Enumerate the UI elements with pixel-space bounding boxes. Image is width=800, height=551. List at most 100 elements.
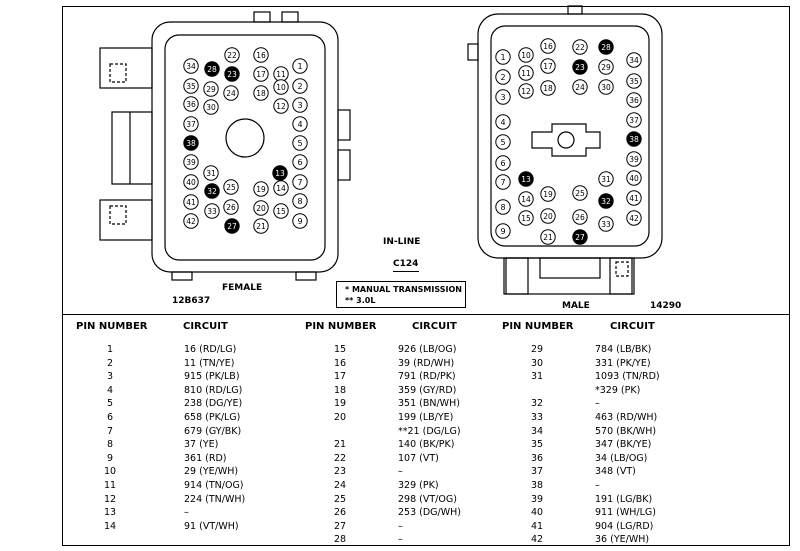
table-cell-pin: 20 — [333, 412, 347, 423]
pin-number-label: 34 — [629, 56, 639, 65]
pin-cavity — [540, 186, 556, 202]
table-cell-pin: 25 — [333, 493, 347, 505]
table-cell-pin: 27 — [333, 520, 347, 532]
pin-number-label: 18 — [543, 84, 553, 93]
pin-number-label: 9 — [500, 227, 505, 236]
pin-number-label: 31 — [206, 169, 216, 178]
pin-cavity — [626, 190, 642, 206]
table-cell-pin: 37 — [530, 466, 544, 478]
table-cell-pin: 2 — [106, 357, 114, 369]
pin-cavity — [540, 80, 556, 96]
pin-number-label: 33 — [207, 207, 217, 216]
pin-cavity — [253, 47, 269, 63]
pin-cavity — [183, 96, 199, 112]
pin-cavity — [626, 210, 642, 226]
table-cell-pin: 4 — [106, 384, 114, 396]
pin-number-label: 37 — [186, 120, 196, 129]
pin-number-label: 10 — [521, 51, 531, 60]
pin-cavity — [540, 229, 556, 245]
pin-number-label: 33 — [601, 220, 611, 229]
table-cell-pin: 17 — [333, 371, 347, 383]
header-pin-number-2: PIN NUMBER — [305, 321, 377, 332]
table-cell-circuit: **21 (DG/LG) — [398, 425, 461, 437]
table-cell-circuit: 298 (VT/OG) — [398, 493, 457, 505]
pin-cavity — [495, 69, 511, 85]
pin-cavity — [273, 180, 289, 196]
pin-cavity — [495, 223, 511, 239]
table-cell-circuit: 29 (YE/WH) — [184, 466, 239, 478]
header-circuit-1: CIRCUIT — [183, 321, 228, 332]
pin-number-label: 35 — [186, 82, 196, 91]
pin-number-label: 11 — [276, 70, 286, 79]
pin-cavity — [598, 216, 614, 232]
pin-cavity — [292, 78, 308, 94]
pin-cavity — [540, 208, 556, 224]
table-cell-pin: 16 — [333, 357, 347, 369]
pin-cavity — [183, 194, 199, 210]
table-cell-pin: 6 — [106, 412, 114, 423]
pin-cavity — [495, 114, 511, 130]
pin-number-label: 16 — [256, 51, 266, 60]
pin-number-label: 21 — [256, 222, 266, 231]
pin-number-label: 26 — [226, 203, 236, 212]
pin-cavity — [204, 203, 220, 219]
pin-cavity — [223, 199, 239, 215]
table-cell-circuit: 16 (RD/LG) — [184, 344, 237, 355]
pin-cavity — [292, 58, 308, 74]
table-cell-pin: 1 — [106, 344, 114, 355]
pin-number-label: 39 — [629, 155, 639, 164]
table-cell-pin: 24 — [333, 480, 347, 491]
header-circuit-3: CIRCUIT — [610, 321, 655, 332]
pin-number-label: 5 — [297, 139, 302, 148]
table-cell-pin: 9 — [106, 452, 114, 464]
female-part-number: 12B637 — [172, 296, 211, 306]
pin-cavity — [518, 210, 534, 226]
pin-number-label: 8 — [500, 203, 505, 212]
pin-number-label: 7 — [500, 178, 505, 187]
table-cell-pin: 19 — [333, 398, 347, 410]
pin-cavity — [495, 155, 511, 171]
pin-number-label: 40 — [186, 178, 196, 187]
pin-cavity — [183, 58, 199, 74]
pin-cavity — [572, 39, 588, 55]
pin-cavity — [203, 99, 219, 115]
table-cell-pin: 42 — [530, 534, 544, 546]
table-cell-circuit: 238 (DG/YE) — [184, 398, 243, 410]
table-cell-pin: 26 — [333, 507, 347, 519]
male-part-number: 14290 — [650, 301, 682, 311]
table-cell-circuit: 191 (LG/BK) — [595, 493, 653, 505]
pin-cavity — [292, 174, 308, 190]
header-circuit-2: CIRCUIT — [412, 321, 457, 332]
pin-cavity — [626, 73, 642, 89]
table-cell-pin: 8 — [106, 439, 114, 451]
table-cell-pin: 40 — [530, 507, 544, 519]
connector-id-underline — [393, 271, 419, 272]
table-divider — [62, 314, 790, 315]
pin-cavity — [273, 98, 289, 114]
pin-cavity — [572, 209, 588, 225]
pin-cavity-filled — [204, 61, 220, 77]
pin-cavity — [598, 79, 614, 95]
pin-cavity — [253, 66, 269, 82]
table-cell-circuit: 679 (GY/BK) — [184, 425, 242, 437]
table-cell-pin: 10 — [103, 466, 117, 478]
pin-cavity — [273, 79, 289, 95]
table-cell-circuit: – — [184, 507, 189, 519]
pin-cavity — [223, 85, 239, 101]
pin-cavity — [518, 83, 534, 99]
pin-cavity — [540, 38, 556, 54]
table-cell-circuit: 11 (TN/YE) — [184, 357, 235, 369]
pin-cavity — [183, 174, 199, 190]
table-cell-circuit: – — [398, 520, 403, 532]
pin-cavity — [253, 200, 269, 216]
table-cell-circuit: 351 (BN/WH) — [398, 398, 460, 410]
pin-number-label: 6 — [500, 159, 505, 168]
pin-number-label: 4 — [500, 118, 505, 127]
pin-number-label: 23 — [575, 63, 585, 72]
pin-number-label: 30 — [601, 83, 611, 92]
table-cell-circuit: 331 (PK/YE) — [595, 357, 651, 369]
pin-cavity — [223, 179, 239, 195]
pin-number-label: 19 — [256, 185, 266, 194]
table-cell-pin: 39 — [530, 493, 544, 505]
